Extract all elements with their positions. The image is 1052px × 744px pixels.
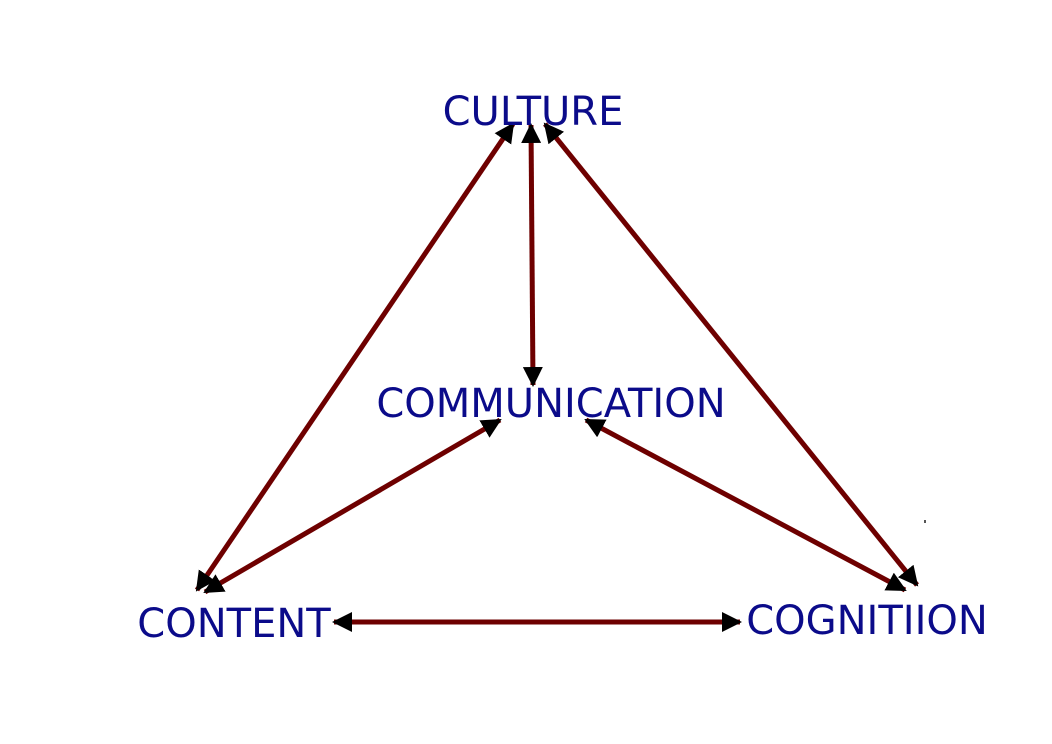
stray-dot	[924, 520, 926, 523]
node-communication-label: COMMUNICATION	[376, 381, 725, 427]
node-culture-label: CULTURE	[443, 89, 624, 135]
edge-culture-cognition	[543, 122, 919, 587]
node-cognition-label: COGNITIION	[746, 598, 988, 644]
edge-culture-content	[194, 122, 516, 592]
edge-communication-cognition	[584, 417, 907, 593]
node-content-label: CONTENT	[137, 601, 331, 647]
edge-culture-communication	[521, 123, 543, 387]
edge-communication-content	[203, 417, 502, 595]
